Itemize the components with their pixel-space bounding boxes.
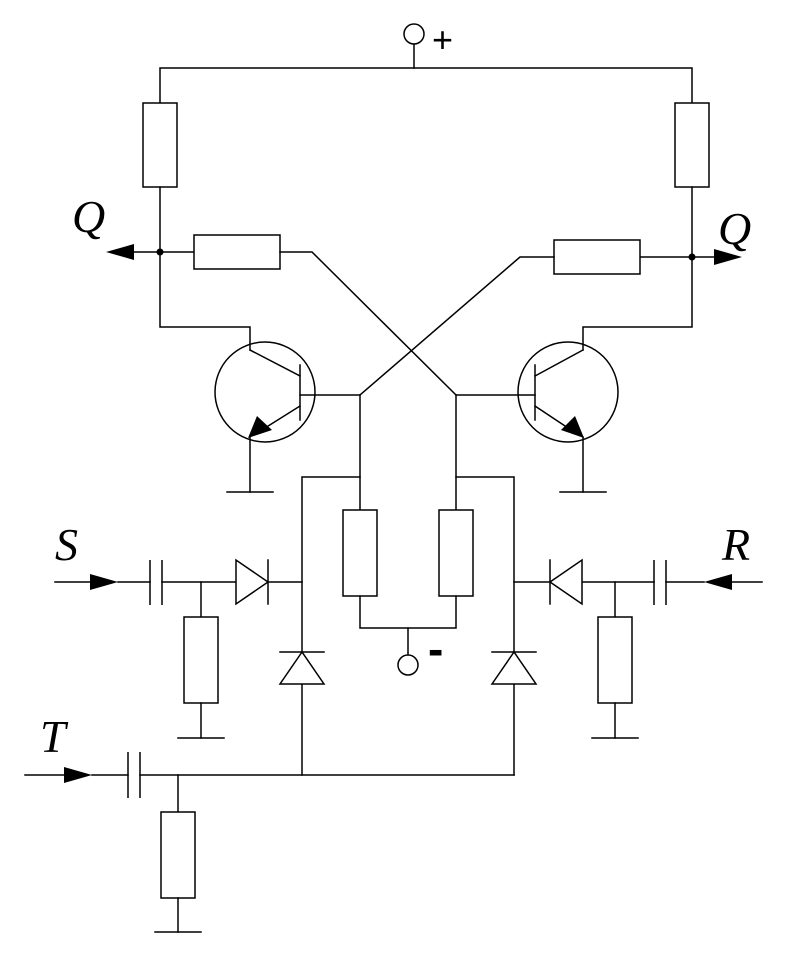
left-output-arrow bbox=[106, 244, 134, 260]
negative-supply-label: - bbox=[428, 623, 443, 675]
coupling-resistor-left bbox=[193, 234, 281, 270]
set-input-resistor bbox=[183, 616, 219, 704]
negative-supply-terminal bbox=[397, 654, 419, 676]
reset-input-label: R bbox=[721, 519, 750, 570]
cross-wire-right-to-left bbox=[358, 256, 555, 397]
left-collector-wire bbox=[159, 186, 251, 351]
trigger-input-arrow bbox=[64, 767, 92, 783]
trigger-input-label: T bbox=[40, 711, 69, 762]
output-q-right-label: Q bbox=[718, 203, 751, 254]
right-output-arrow bbox=[714, 249, 742, 265]
positive-supply-label: + bbox=[432, 19, 453, 60]
set-input-diode bbox=[235, 558, 270, 606]
coupling-resistor-right bbox=[553, 239, 641, 275]
reset-input-capacitor bbox=[653, 560, 667, 605]
base-resistor-right bbox=[438, 509, 474, 597]
diode-right-vertical bbox=[490, 650, 538, 685]
trigger-input-resistor bbox=[160, 811, 196, 899]
transistor-right bbox=[455, 341, 619, 493]
set-input-label: S bbox=[55, 519, 78, 570]
diode-left-vertical bbox=[278, 650, 326, 685]
cross-wire-left-to-right bbox=[279, 251, 458, 397]
base-resistor-left bbox=[342, 509, 378, 597]
set-input-arrow bbox=[90, 574, 118, 590]
collector-resistor-right bbox=[674, 102, 710, 188]
reset-input-resistor bbox=[597, 616, 633, 704]
trigger-input-capacitor bbox=[127, 752, 141, 798]
collector-resistor-left bbox=[142, 102, 178, 188]
top-rail-wire bbox=[159, 67, 693, 104]
reset-input-arrow bbox=[704, 574, 732, 590]
transistor-left bbox=[214, 341, 361, 493]
output-q-left-label: Q bbox=[72, 191, 105, 242]
set-input-capacitor bbox=[149, 560, 163, 605]
positive-supply-terminal bbox=[403, 23, 425, 69]
reset-input-diode bbox=[548, 558, 583, 606]
